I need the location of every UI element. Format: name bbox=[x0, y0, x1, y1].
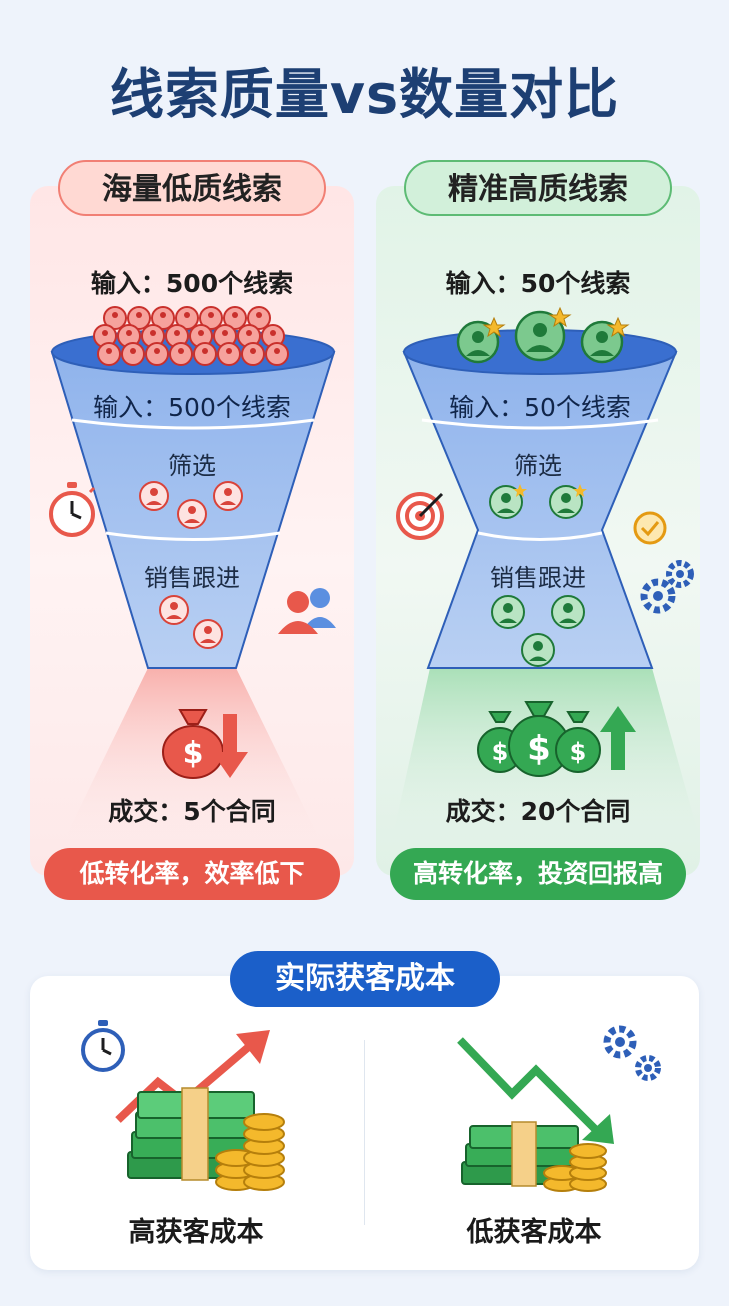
coin-stack-icon bbox=[215, 1113, 285, 1191]
low-quality-funnel-input: 输入：500个线索 bbox=[93, 393, 291, 422]
high-quality-summary: 高转化率，投资回报高 bbox=[390, 848, 686, 900]
coin-stack-icon bbox=[543, 1143, 607, 1192]
checkmark-icon bbox=[633, 511, 667, 545]
low-quality-header: 海量低质线索 bbox=[58, 160, 326, 216]
gear-icon bbox=[603, 1025, 661, 1081]
svg-text:$: $ bbox=[527, 729, 551, 769]
stopwatch-icon bbox=[49, 482, 96, 537]
target-icon bbox=[396, 492, 444, 540]
low-quality-summary: 低转化率，效率低下 bbox=[44, 848, 340, 900]
high-quality-followup-label: 销售跟进 bbox=[490, 564, 586, 592]
money-bags-icon: $ $ $ bbox=[477, 701, 601, 777]
high-cost-label: 高获客成本 bbox=[128, 1217, 264, 1248]
low-cost-illustration bbox=[457, 1025, 661, 1192]
low-quality-filter-avatars bbox=[139, 481, 243, 529]
high-quality-filter-avatars bbox=[489, 484, 587, 519]
cash-stack-icon bbox=[461, 1121, 579, 1187]
high-quality-followup-avatars bbox=[491, 595, 585, 667]
high-cost-illustration bbox=[81, 1020, 285, 1191]
svg-text:$: $ bbox=[183, 736, 204, 771]
low-quality-followup-avatars bbox=[159, 595, 223, 649]
low-quality-filter-label: 筛选 bbox=[168, 452, 216, 480]
trend-down-icon bbox=[457, 1037, 614, 1144]
page-title: 线索质量vs数量对比 bbox=[109, 63, 620, 126]
low-quality-followup-label: 销售跟进 bbox=[144, 564, 240, 592]
high-quality-leads bbox=[456, 306, 630, 364]
gear-icon bbox=[640, 560, 694, 614]
low-quality-deal-label: 成交：5个合同 bbox=[108, 797, 276, 826]
acquisition-cost-header: 实际获客成本 bbox=[230, 951, 500, 1007]
high-quality-deal-label: 成交：20个合同 bbox=[445, 797, 631, 826]
svg-text:$: $ bbox=[570, 738, 587, 766]
high-quality-input-label: 输入：50个线索 bbox=[445, 269, 631, 298]
down-arrow-icon bbox=[212, 714, 248, 778]
money-bag-icon: $ bbox=[162, 709, 224, 779]
low-quality-leads-pile bbox=[93, 306, 289, 366]
svg-text:$: $ bbox=[492, 738, 509, 766]
high-quality-filter-label: 筛选 bbox=[514, 452, 562, 480]
up-arrow-icon bbox=[600, 706, 636, 770]
cost-divider bbox=[364, 1040, 365, 1225]
stopwatch-icon bbox=[81, 1020, 125, 1072]
people-icon bbox=[278, 588, 336, 634]
high-quality-header: 精准高质线索 bbox=[404, 160, 672, 216]
low-cost-label: 低获客成本 bbox=[466, 1217, 602, 1248]
low-quality-input-label: 输入：500个线索 bbox=[90, 269, 294, 298]
high-quality-funnel-input: 输入：50个线索 bbox=[449, 393, 631, 422]
